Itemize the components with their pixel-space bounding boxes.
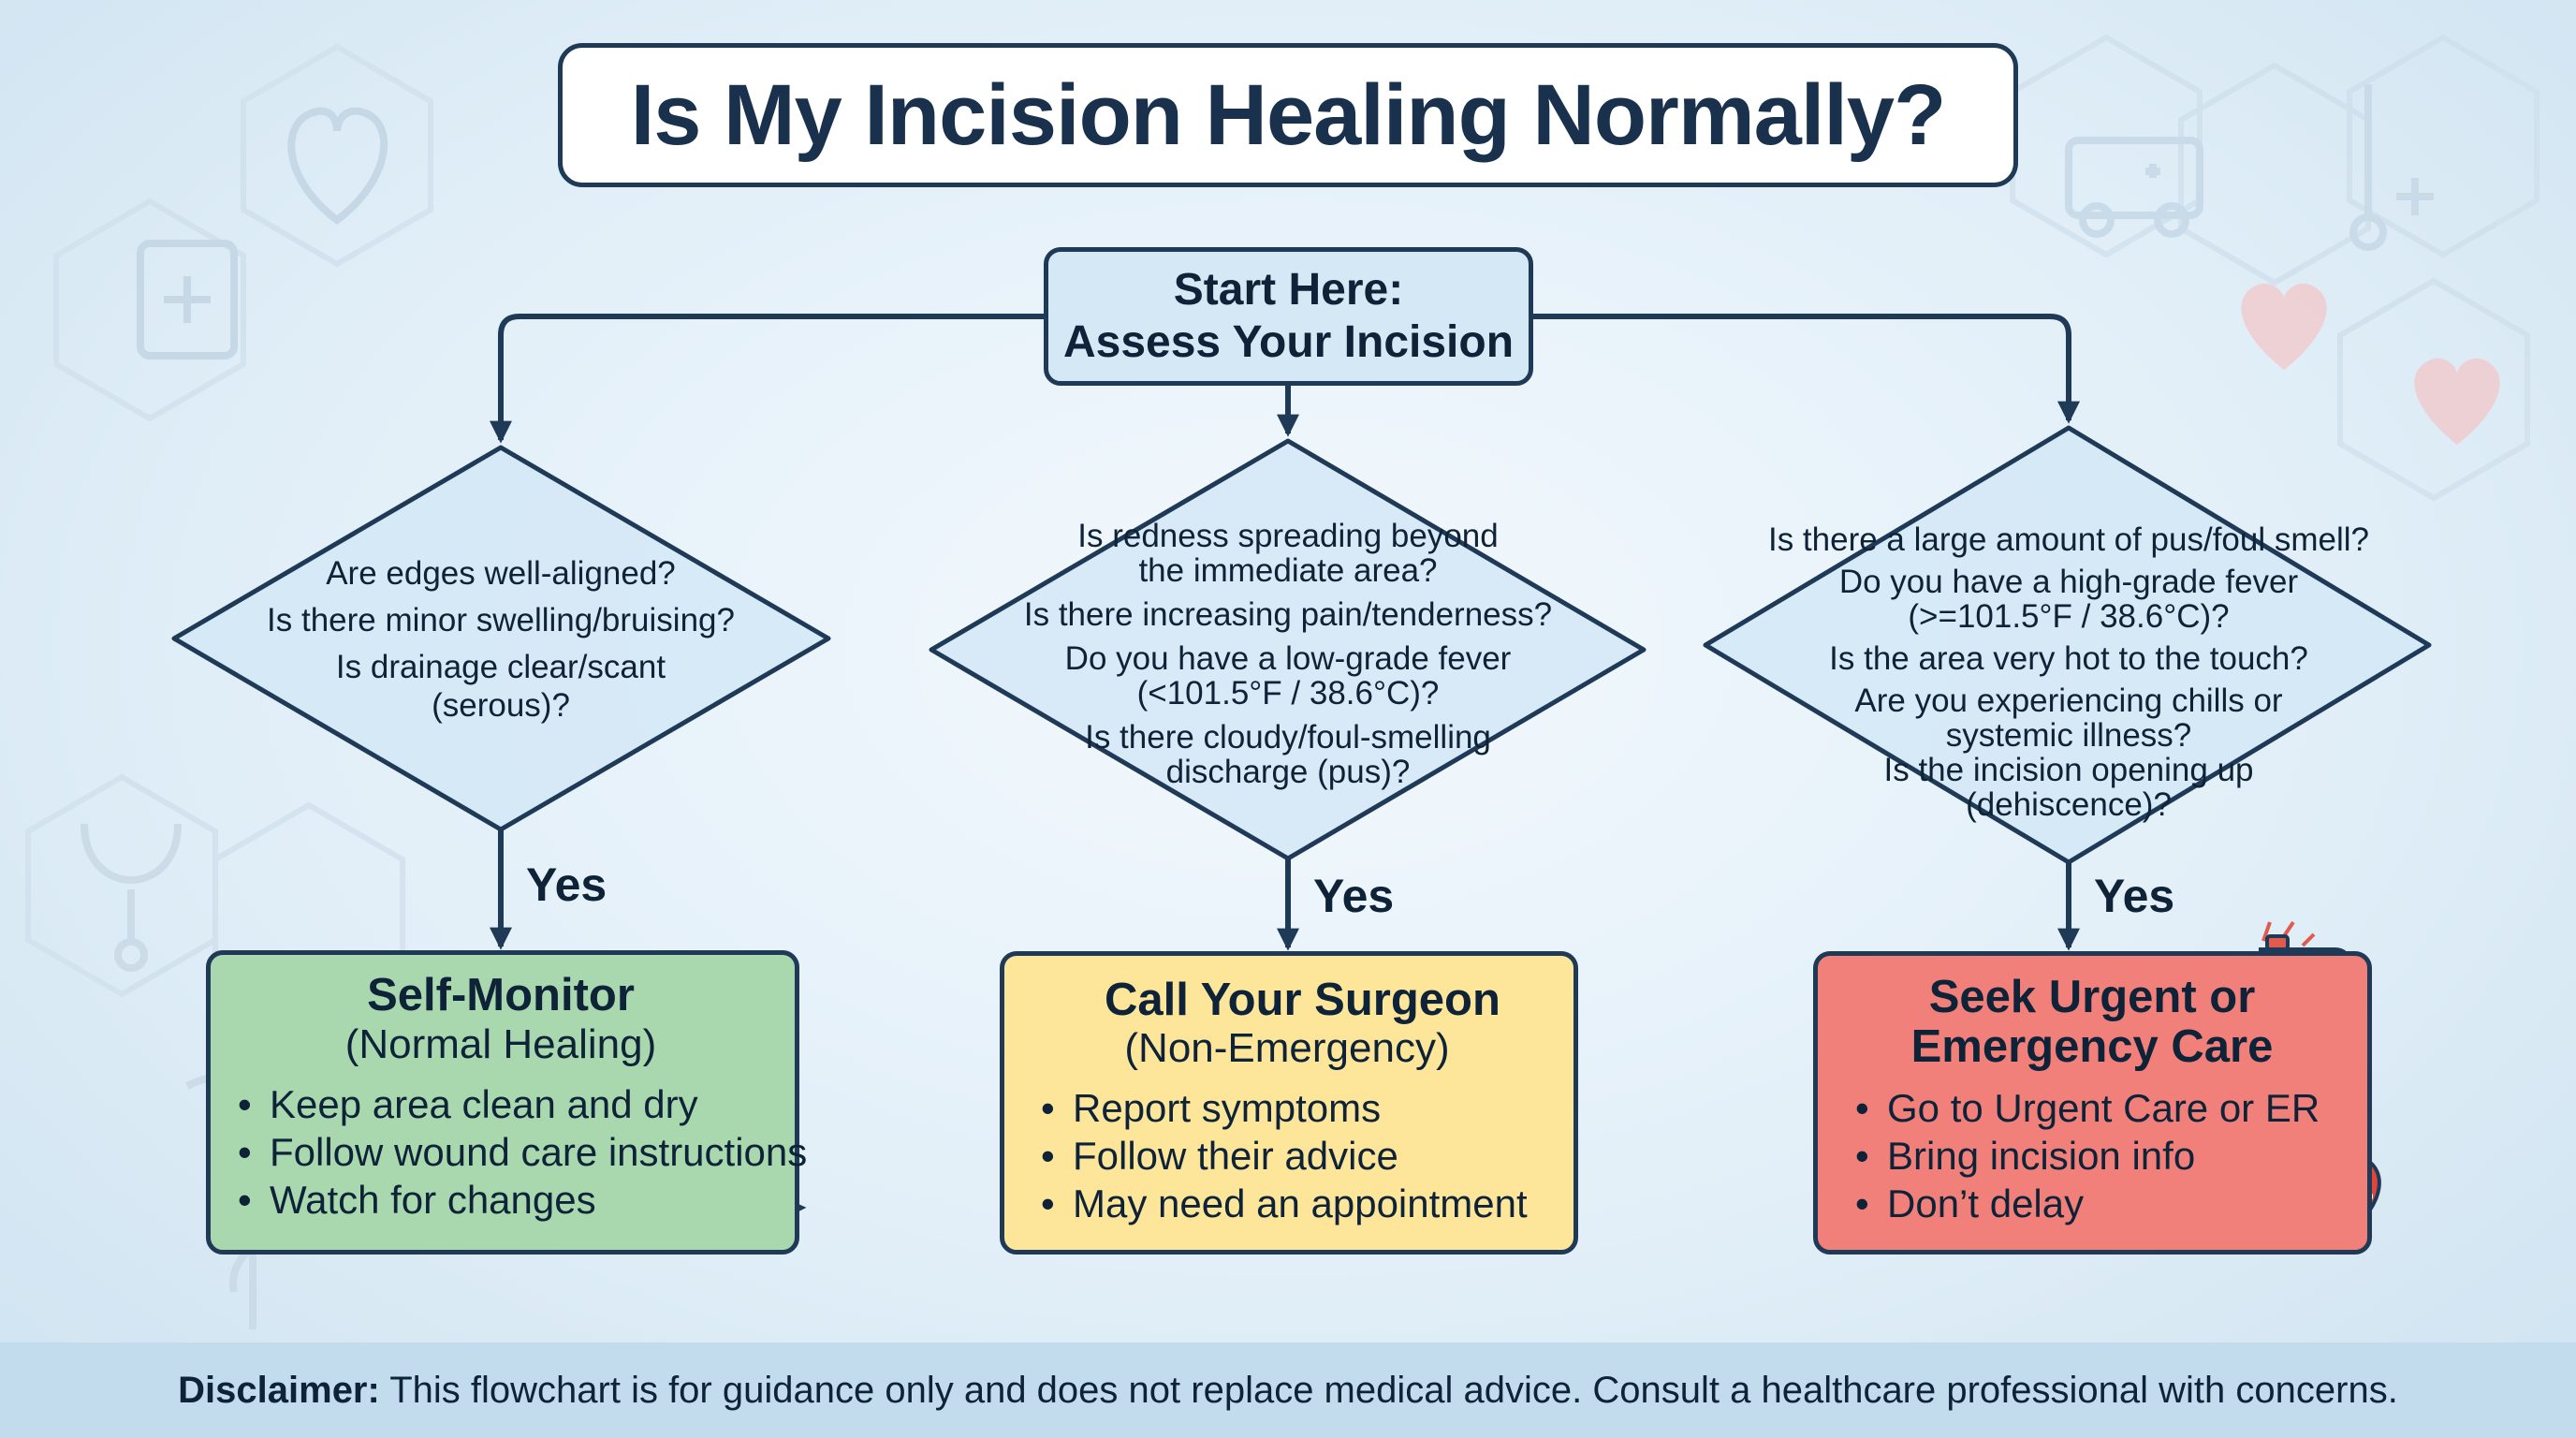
page-title: Is My Incision Healing Normally? (630, 66, 1947, 163)
question-text: Are you experiencing chills or (1854, 682, 2283, 719)
question-text: Are edges well-aligned? (326, 555, 676, 592)
question-text: (<101.5°F / 38.6°C)? (1136, 674, 1440, 712)
start-line-1: Start Here: (1173, 265, 1404, 315)
list-item: May need an appointment (1039, 1180, 1528, 1227)
question-text: (dehiscence)? (1966, 786, 2172, 823)
list-item: Follow wound care instructions (236, 1128, 807, 1176)
outcome-title: Call Your Surgeon (1105, 975, 1500, 1025)
list-item: Follow their advice (1039, 1132, 1528, 1180)
ambulance-decor-icon (2065, 137, 2203, 238)
outcome-bullet-list: Keep area clean and dry Follow wound car… (236, 1080, 807, 1224)
stethoscope-decor-icon (80, 823, 182, 972)
list-item: Keep area clean and dry (236, 1080, 807, 1128)
yes-label-1: Yes (526, 858, 607, 911)
thermometer-decor-icon (2349, 84, 2434, 251)
outcome-subtitle: (Non-Emergency) (1124, 1025, 1450, 1071)
question-text: Do you have a low-grade fever (1064, 639, 1512, 677)
question-text: systemic illness? (1945, 717, 2192, 754)
question-text: Is the incision opening up (1883, 752, 2254, 788)
disclaimer-text: This flowchart is for guidance only and … (379, 1369, 2398, 1411)
list-item: Bring incision info (1853, 1132, 2320, 1180)
decision-diamond-3 (1703, 425, 2432, 865)
list-item: Report symptoms (1039, 1084, 1528, 1132)
decision-diamond-1 (171, 445, 831, 832)
question-text: Do you have a high-grade fever (1838, 564, 2299, 600)
yes-label-2: Yes (1313, 870, 1395, 922)
disclaimer-bar: Disclaimer: This flowchart is for guidan… (0, 1343, 2576, 1438)
start-node: Start Here: Assess Your Incision (1044, 247, 1533, 386)
list-item: Don’t delay (1853, 1180, 2320, 1227)
outcome-subtitle: (Normal Healing) (344, 1021, 657, 1067)
question-text: Is there a large amount of pus/foul smel… (1767, 521, 2369, 558)
question-text: discharge (pus)? (1165, 753, 1411, 790)
outcome-title-line-2: Emergency Care (1910, 1021, 2274, 1072)
title-box: Is My Incision Healing Normally? (558, 43, 2018, 187)
heart-decor-icon (287, 107, 388, 226)
connector-left (490, 314, 1044, 444)
start-line-2: Assess Your Incision (1062, 317, 1515, 367)
connector-right (1533, 314, 2080, 424)
outcome-bullet-list: Go to Urgent Care or ER Bring incision i… (1853, 1084, 2320, 1227)
yes-label-3: Yes (2094, 870, 2175, 922)
question-text: Is there cloudy/foul-smelling (1085, 718, 1491, 756)
question-text: the immediate area? (1138, 551, 1438, 589)
question-text: Is there minor swelling/bruising? (267, 602, 735, 638)
question-text: Is redness spreading beyond (1077, 517, 1499, 554)
list-item: Go to Urgent Care or ER (1853, 1084, 2320, 1132)
disclaimer-label: Disclaimer: (178, 1369, 380, 1411)
decision-text-3: Is there a large amount of pus/foul smel… (1750, 513, 2387, 831)
decision-text-2: Is redness spreading beyond the immediat… (992, 513, 1584, 794)
question-text: Is there increasing pain/tenderness? (1023, 595, 1553, 633)
question-text: Is the area very hot to the touch? (1829, 640, 2308, 677)
question-text: (serous)? (432, 687, 570, 724)
question-text: (>=101.5°F / 38.6°C)? (1908, 598, 2230, 635)
decision-diamond-2 (929, 438, 1647, 861)
outcome-title-line-1: Seek Urgent or (1928, 972, 2256, 1022)
outcome-title: Self-Monitor (367, 970, 635, 1020)
outcome-bullet-list: Report symptoms Follow their advice May … (1039, 1084, 1528, 1227)
clipboard-decor-icon (137, 240, 238, 360)
list-item: Watch for changes (236, 1176, 807, 1224)
decision-text-1: Are edges well-aligned? Is there minor s… (220, 550, 782, 728)
heart-pulse-decor-icon (2241, 283, 2500, 445)
question-text: Is drainage clear/scant (335, 649, 666, 685)
